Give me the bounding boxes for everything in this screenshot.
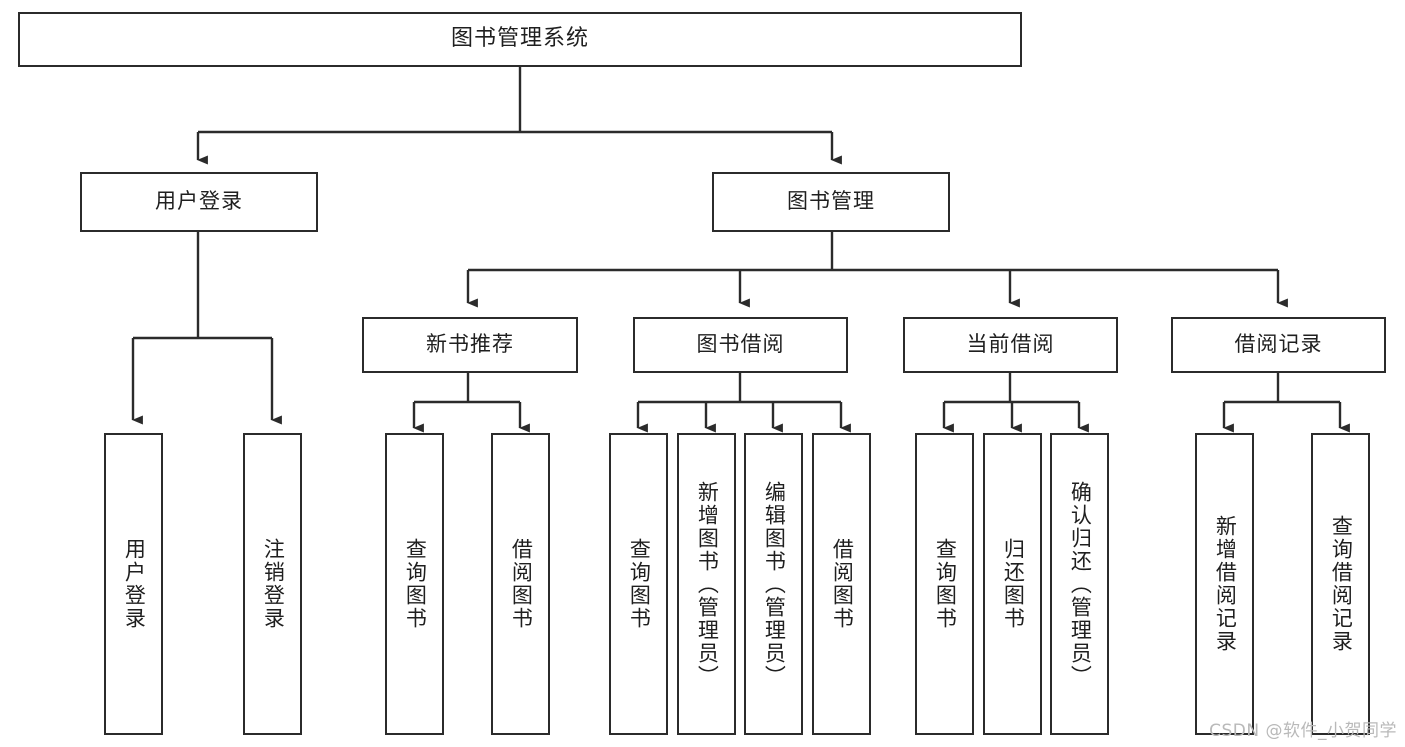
leaf-borrow-book-1[interactable]: 借阅图书 (491, 433, 550, 735)
leaf-query-book-3[interactable]: 查询图书 (915, 433, 974, 735)
leaf-label: 归还图书 (1001, 538, 1026, 630)
node-current-borrow[interactable]: 当前借阅 (903, 317, 1118, 373)
leaf-edit-book[interactable]: 编辑图书（管理员） (744, 433, 803, 735)
leaf-label: 新增图书（管理员） (695, 480, 720, 688)
leaf-label: 查询图书 (403, 538, 428, 630)
leaf-label: 编辑图书（管理员） (762, 480, 787, 688)
leaf-confirm-return[interactable]: 确认归还（管理员） (1050, 433, 1109, 735)
leaf-return-book[interactable]: 归还图书 (983, 433, 1042, 735)
leaf-label: 查询图书 (627, 538, 652, 630)
leaf-query-book-2[interactable]: 查询图书 (609, 433, 668, 735)
node-user-login[interactable]: 用户登录 (80, 172, 318, 232)
leaf-label: 借阅图书 (509, 538, 534, 630)
leaf-user-login[interactable]: 用户登录 (104, 433, 163, 735)
leaf-query-record[interactable]: 查询借阅记录 (1311, 433, 1370, 735)
leaf-label: 借阅图书 (830, 538, 855, 630)
leaf-logout-login[interactable]: 注销登录 (243, 433, 302, 735)
leaf-label: 确认归还（管理员） (1068, 480, 1093, 688)
node-new-book-recommend[interactable]: 新书推荐 (362, 317, 578, 373)
leaf-add-record[interactable]: 新增借阅记录 (1195, 433, 1254, 735)
leaf-borrow-book-2[interactable]: 借阅图书 (812, 433, 871, 735)
node-book-management[interactable]: 图书管理 (712, 172, 950, 232)
node-root[interactable]: 图书管理系统 (18, 12, 1022, 67)
leaf-label: 新增借阅记录 (1213, 515, 1238, 653)
leaf-add-book[interactable]: 新增图书（管理员） (677, 433, 736, 735)
node-borrow-record[interactable]: 借阅记录 (1171, 317, 1386, 373)
leaf-label: 用户登录 (122, 538, 147, 630)
leaf-label: 注销登录 (261, 538, 286, 630)
leaf-label: 查询图书 (933, 538, 958, 630)
leaf-query-book-1[interactable]: 查询图书 (385, 433, 444, 735)
node-book-borrow[interactable]: 图书借阅 (633, 317, 848, 373)
leaf-label: 查询借阅记录 (1329, 515, 1354, 653)
